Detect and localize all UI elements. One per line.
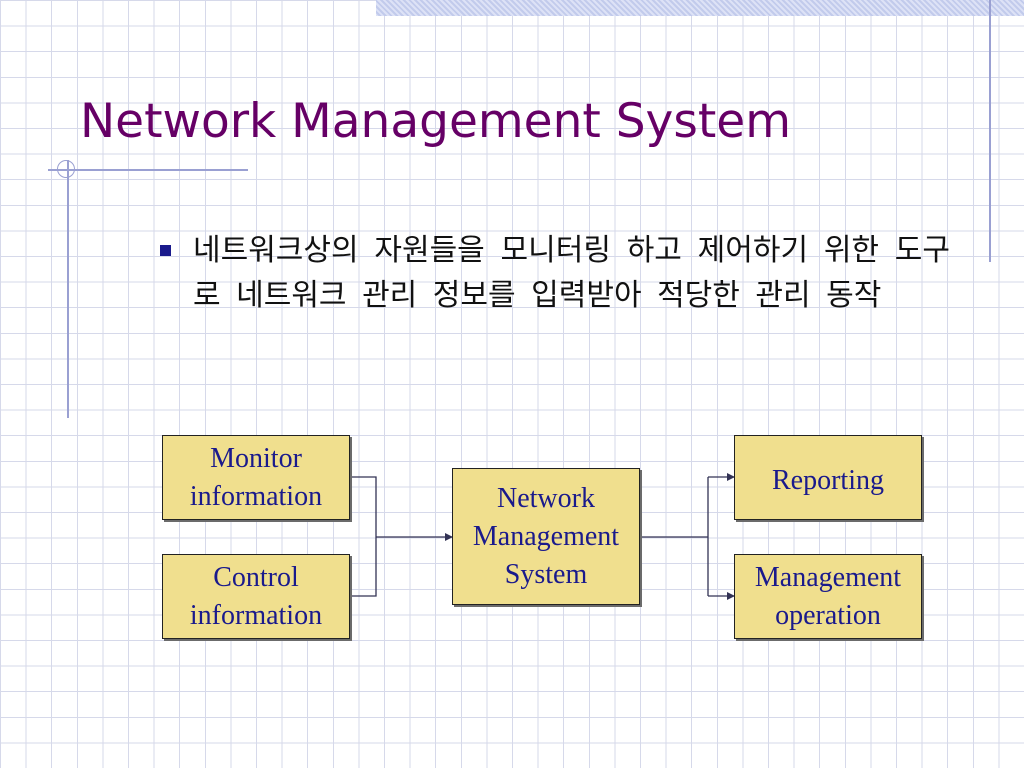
management-operation-label: Management operation: [754, 561, 902, 631]
reporting-box: Reporting: [734, 435, 922, 520]
bullet-square-icon: [160, 245, 171, 256]
top-decorative-band: [376, 0, 1024, 16]
right-vertical-decoration: [989, 0, 991, 262]
slide-title: Network Management System: [80, 94, 791, 149]
right-bracket-connector: [640, 473, 735, 600]
control-information-label: Control information: [189, 561, 323, 631]
network-management-system-box: Network Management System: [452, 468, 640, 605]
decorative-circle: [57, 160, 75, 178]
bullet-item: 네트워크상의 자원들을 모니터링 하고 제어하기 위한 도구로 네트워크 관리 …: [160, 228, 950, 318]
monitor-information-label: Monitor information: [189, 442, 323, 512]
left-vertical-decoration: [67, 160, 69, 418]
title-underline-decoration: [48, 169, 248, 171]
control-information-box: Control information: [162, 554, 350, 639]
network-management-system-label: Network Management System: [472, 482, 620, 590]
left-bracket-connector: [350, 476, 453, 597]
reporting-label: Reporting: [772, 465, 884, 496]
management-operation-box: Management operation: [734, 554, 922, 639]
bullet-text: 네트워크상의 자원들을 모니터링 하고 제어하기 위한 도구로 네트워크 관리 …: [193, 233, 950, 313]
monitor-information-box: Monitor information: [162, 435, 350, 520]
